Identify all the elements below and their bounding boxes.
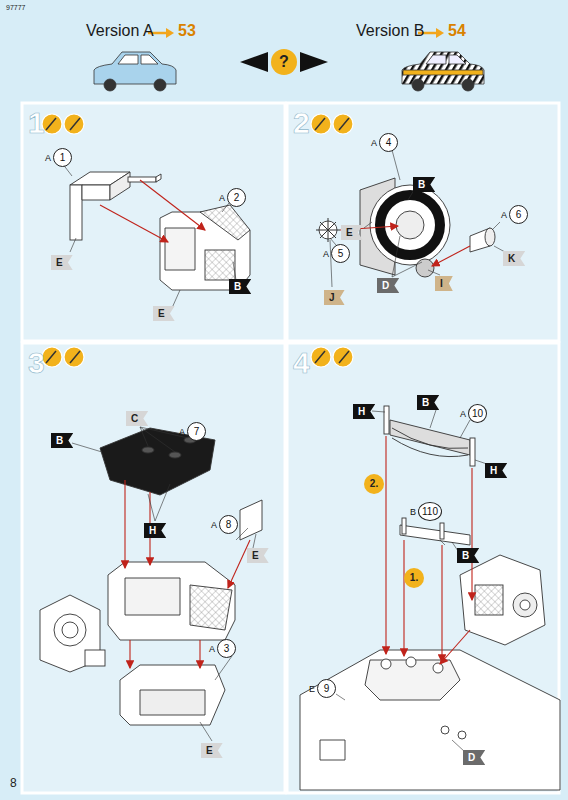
colour-code: D <box>382 281 389 291</box>
part-callout: B110 <box>418 502 442 521</box>
part-callout: A10 <box>468 404 487 423</box>
sprue-letter: A <box>323 249 329 258</box>
part-callout: A4 <box>379 133 398 152</box>
step-number: 4 <box>293 346 310 380</box>
colour-code: H <box>490 466 497 476</box>
colour-code: B <box>418 180 425 190</box>
part-number: 7 <box>194 427 200 437</box>
colour-code: B <box>234 282 241 292</box>
part-number: 4 <box>386 138 392 148</box>
colour-code: E <box>158 309 165 319</box>
part-callout: E9 <box>317 679 336 698</box>
question-mark: ? <box>279 54 289 70</box>
colour-code: B <box>462 551 469 561</box>
colour-code: H <box>149 526 156 536</box>
part-number: 3 <box>224 644 230 654</box>
part-callout: A3 <box>217 639 236 658</box>
sprue-letter: A <box>209 644 215 653</box>
version-label: Version A <box>86 22 154 40</box>
colour-code: E <box>252 551 259 561</box>
page-ref: 53 <box>178 22 196 40</box>
colour-code: K <box>508 254 515 264</box>
part-callout: A5 <box>331 244 350 263</box>
part-callout: A7 <box>187 422 206 441</box>
step-number: 3 <box>28 346 45 380</box>
order-marker: 2. <box>364 474 384 494</box>
order-marker: 1. <box>404 568 424 588</box>
page-ref: 54 <box>448 22 466 40</box>
part-callout: A6 <box>509 205 528 224</box>
colour-code: B <box>56 436 63 446</box>
sprue-letter: E <box>309 684 315 693</box>
part-number: 5 <box>338 249 344 259</box>
sprue-letter: A <box>211 520 217 529</box>
part-callout: A8 <box>219 515 238 534</box>
colour-code: D <box>468 753 475 763</box>
step-number: 2 <box>293 106 310 140</box>
step-number: 1 <box>28 106 45 140</box>
part-callout: A1 <box>53 148 72 167</box>
colour-code: E <box>206 746 213 756</box>
part-callout: A2 <box>227 188 246 207</box>
sprue-letter: A <box>179 427 185 436</box>
page-code: 97777 <box>6 4 25 11</box>
page-number: 8 <box>10 776 17 790</box>
sprue-letter: B <box>410 507 416 516</box>
sprue-letter: A <box>45 153 51 162</box>
part-number: 2 <box>234 193 240 203</box>
part-number: 10 <box>472 409 483 419</box>
colour-code: E <box>56 258 63 268</box>
sprue-letter: A <box>219 193 225 202</box>
colour-code: J <box>329 293 335 303</box>
choice-marker: ? <box>271 49 297 75</box>
version-label: Version B <box>356 22 424 40</box>
part-number: 110 <box>422 507 438 517</box>
colour-code: B <box>422 398 429 408</box>
sprue-letter: A <box>371 138 377 147</box>
colour-code: C <box>131 414 138 424</box>
colour-code: H <box>358 407 365 417</box>
part-number: 1 <box>60 153 66 163</box>
order-number: 2. <box>370 479 378 489</box>
part-number: 8 <box>226 520 232 530</box>
order-number: 1. <box>410 573 418 583</box>
colour-code: E <box>346 228 353 238</box>
part-number: 6 <box>516 210 522 220</box>
part-number: 9 <box>324 684 330 694</box>
sprue-letter: A <box>501 210 507 219</box>
sprue-letter: A <box>460 409 466 418</box>
colour-code: I <box>440 279 443 289</box>
